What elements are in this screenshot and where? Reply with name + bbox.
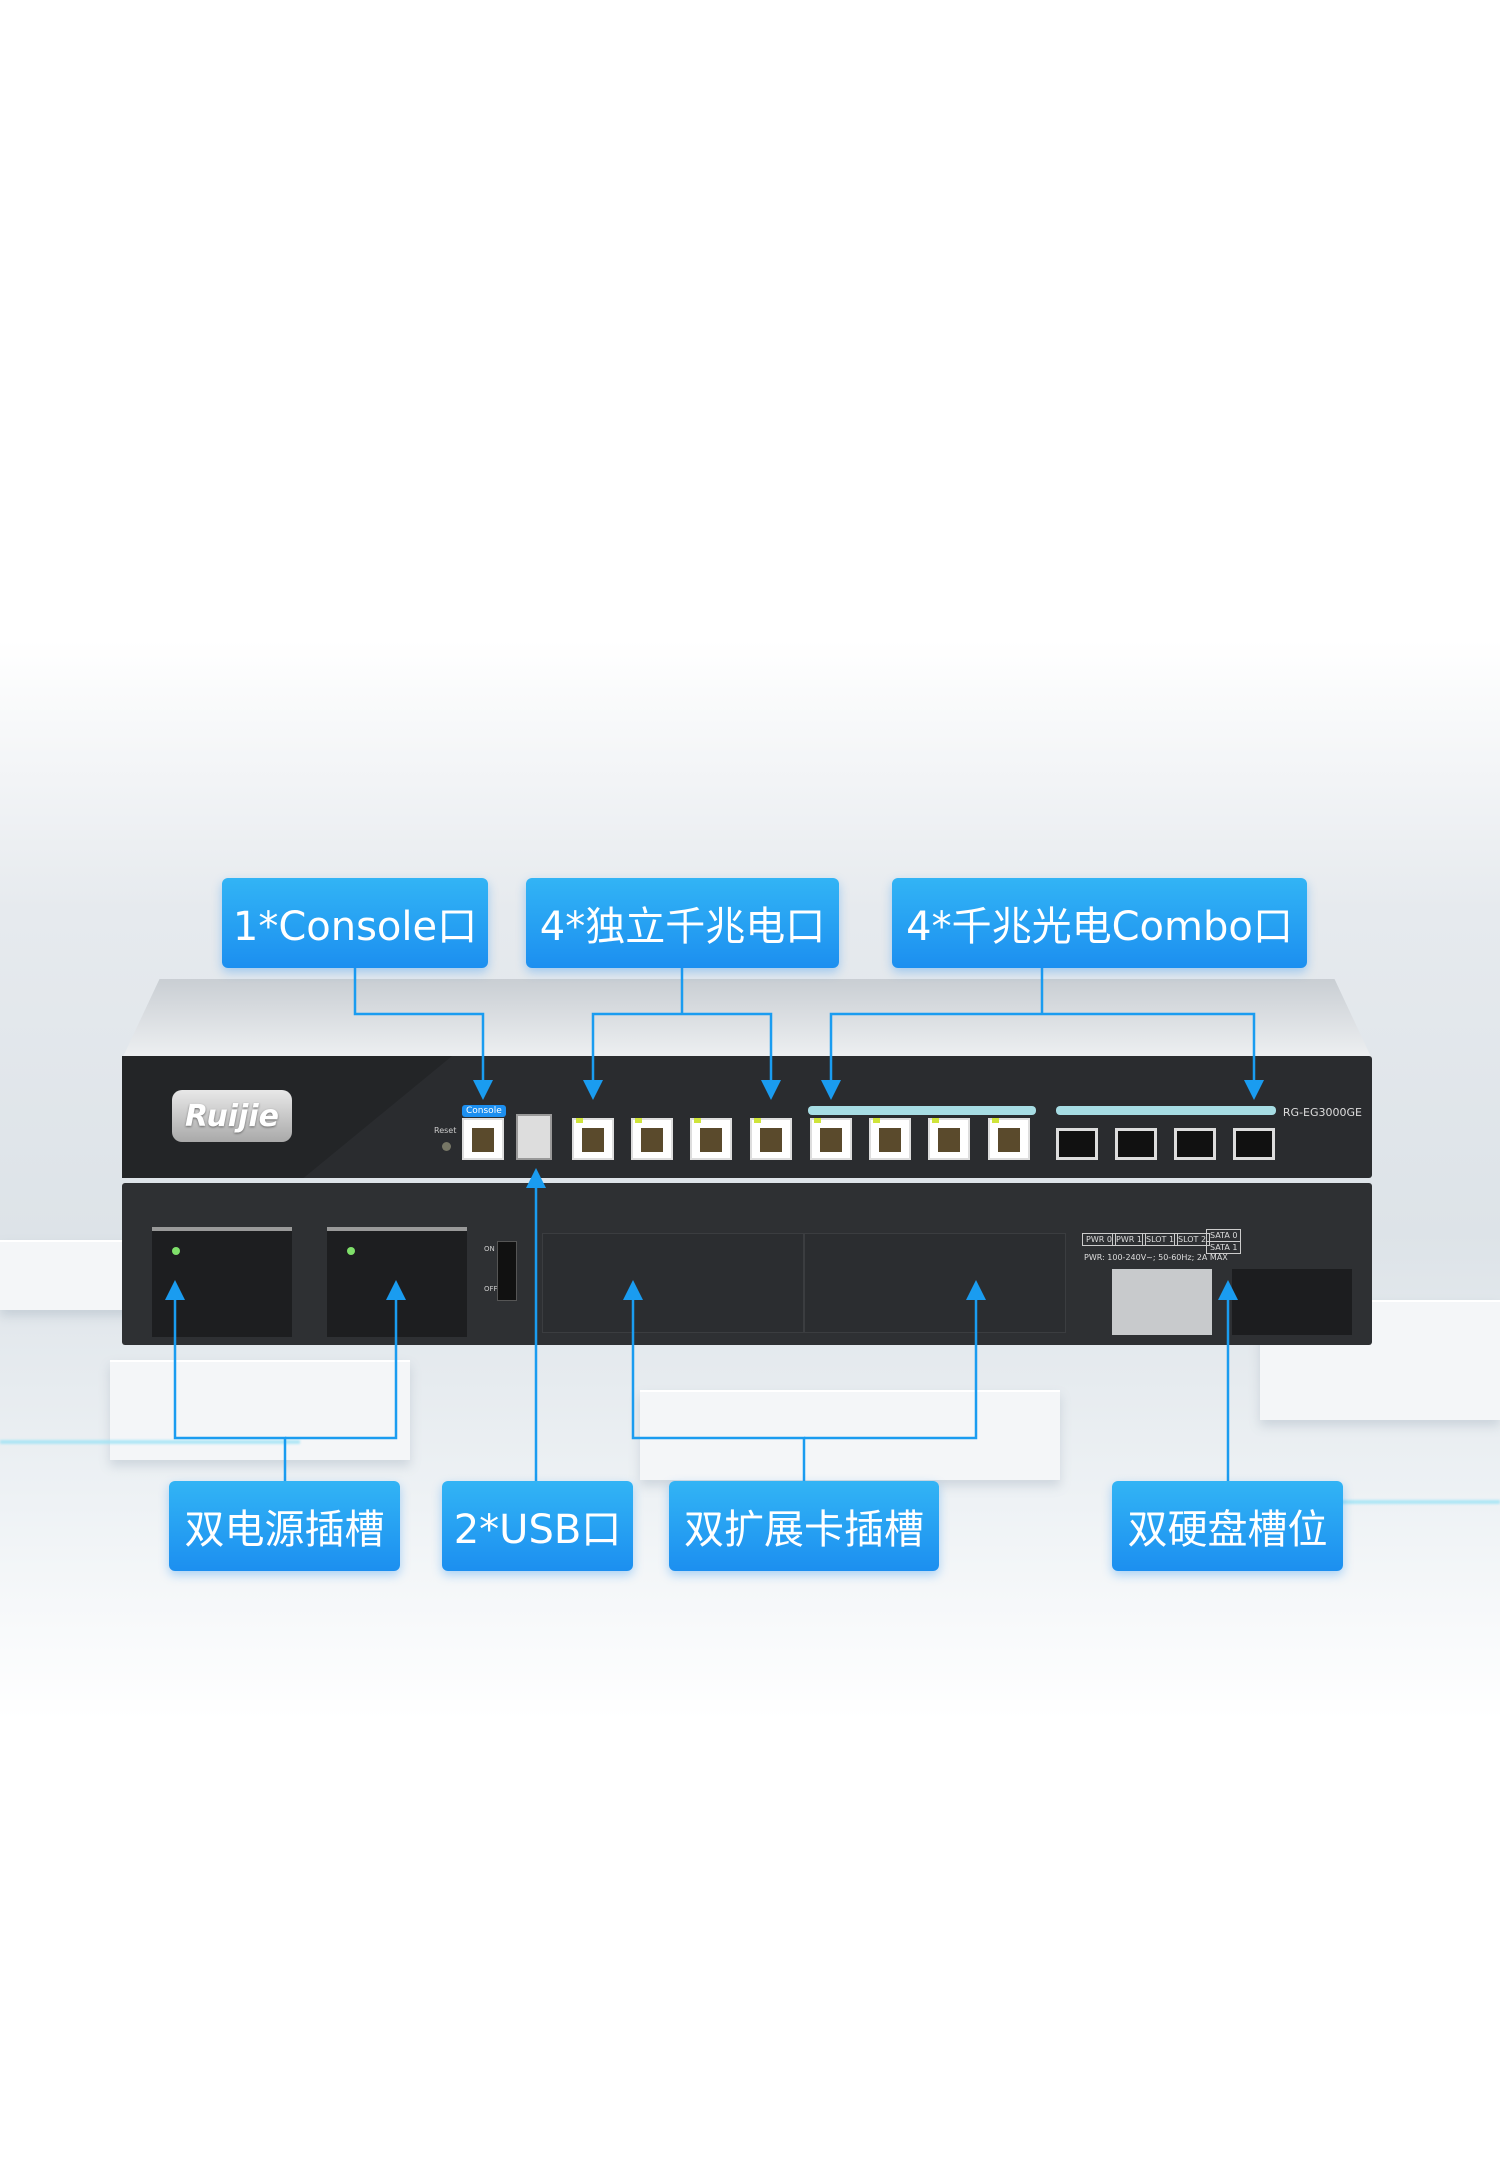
rj45-port-1[interactable] bbox=[631, 1118, 673, 1160]
rj45-line-left bbox=[583, 1012, 682, 1100]
combo-rj45-port-5[interactable] bbox=[869, 1118, 911, 1160]
rj45-port-0[interactable] bbox=[572, 1118, 614, 1160]
console-tag: Console bbox=[462, 1105, 506, 1117]
rj45-port-2[interactable] bbox=[690, 1118, 732, 1160]
console-port[interactable] bbox=[462, 1118, 504, 1160]
bg-block bbox=[640, 1390, 1060, 1480]
front-panel: Ruijie Reset Console RG-EG3000GE bbox=[122, 1056, 1372, 1178]
rj45-line-right bbox=[682, 1012, 781, 1100]
hdd-slot-1[interactable] bbox=[1232, 1269, 1352, 1335]
combo-rj45-port-6[interactable] bbox=[928, 1118, 970, 1160]
rear-label: PWR 0 bbox=[1082, 1233, 1116, 1246]
combo-line-right bbox=[1042, 1012, 1264, 1100]
hdd-slot-0[interactable] bbox=[1112, 1269, 1212, 1335]
rear-label: SLOT 2 bbox=[1174, 1233, 1211, 1246]
chassis-top bbox=[122, 979, 1372, 1059]
ruijie-logo: Ruijie bbox=[172, 1090, 292, 1142]
callout-hdd-slots: 双硬盘槽位 bbox=[1112, 1481, 1343, 1571]
callout-power-slots: 双电源插槽 bbox=[169, 1481, 400, 1571]
console-line bbox=[353, 968, 493, 1100]
power-line-2 bbox=[285, 1280, 406, 1440]
callout-console: 1*Console口 bbox=[222, 878, 488, 968]
callout-rj45-ports: 4*独立千兆电口 bbox=[526, 878, 839, 968]
sfp-port-5[interactable] bbox=[1115, 1128, 1157, 1160]
callout-expansion-slots: 双扩展卡插槽 bbox=[669, 1481, 939, 1571]
combo-rj45-port-4[interactable] bbox=[810, 1118, 852, 1160]
power-rating: PWR: 100-240V~; 50-60Hz; 2A MAX bbox=[1084, 1253, 1228, 1262]
reset-button[interactable] bbox=[442, 1142, 451, 1151]
sfp-port-6[interactable] bbox=[1174, 1128, 1216, 1160]
combo-rj45-port-7[interactable] bbox=[988, 1118, 1030, 1160]
power-line bbox=[165, 1280, 287, 1481]
expansion-line-2 bbox=[804, 1280, 986, 1440]
combo-line-left bbox=[821, 1012, 1042, 1100]
callout-combo-ports: 4*千兆光电Combo口 bbox=[892, 878, 1307, 968]
switch-off-label: OFF bbox=[484, 1285, 498, 1293]
sfp-port-4[interactable] bbox=[1056, 1128, 1098, 1160]
usb-ports[interactable] bbox=[516, 1114, 552, 1160]
expansion-slot-1[interactable] bbox=[542, 1233, 804, 1333]
power-switch[interactable] bbox=[497, 1241, 517, 1301]
sfp-port-7[interactable] bbox=[1233, 1128, 1275, 1160]
rear-label: SLOT 1 bbox=[1142, 1233, 1179, 1246]
rear-label: SATA 1 bbox=[1206, 1241, 1242, 1254]
expansion-line bbox=[623, 1280, 806, 1481]
rear-label: PWR 1 bbox=[1112, 1233, 1146, 1246]
switch-on-label: ON bbox=[484, 1245, 495, 1253]
reset-label: Reset bbox=[434, 1126, 457, 1135]
expansion-slot-2[interactable] bbox=[804, 1233, 1066, 1333]
sfp-strip bbox=[1056, 1106, 1276, 1115]
combo-strip bbox=[808, 1106, 1036, 1115]
bg-glow bbox=[0, 1440, 300, 1444]
rj45-port-3[interactable] bbox=[750, 1118, 792, 1160]
model-label: RG-EG3000GE bbox=[1282, 1106, 1362, 1119]
callout-usb: 2*USB口 bbox=[442, 1481, 633, 1571]
